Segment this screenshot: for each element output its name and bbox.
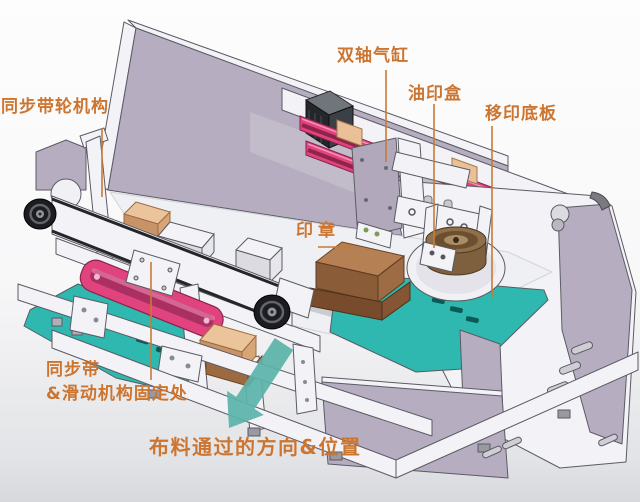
label-stamp: 印章 (296, 221, 340, 241)
disc-clamp-block (419, 241, 457, 273)
base-rail-right (395, 351, 639, 479)
label-sync-belt-line2: &滑动机构固定处 (46, 384, 188, 404)
slide-carriage (125, 249, 181, 297)
angle-bracket (157, 345, 203, 383)
belt-top (51, 197, 293, 293)
left-gusset (35, 139, 87, 191)
angle-bracket (69, 295, 109, 339)
label-belt-pulley-mechanism: 同步带轮机构 (1, 97, 109, 117)
cylinder-top-link (391, 151, 471, 189)
ink-cup-assembly (406, 203, 506, 302)
label-pad-printing-base-plate: 移印底板 (485, 104, 557, 124)
holder-pad (363, 227, 369, 233)
stamp-block (309, 241, 411, 321)
holder-pad (374, 231, 380, 237)
label-cloth-direction: 布料通过的方向&位置 (149, 435, 362, 459)
label-sync-belt-line1: 同步带 (46, 360, 100, 380)
flat-bracket (292, 343, 318, 415)
pulley-boss-small (551, 218, 565, 232)
belt-pulley-right (253, 294, 291, 330)
front-guide-rail (17, 283, 433, 437)
label-dual-axis-cylinder: 双轴气缸 (337, 46, 409, 66)
leader-lines (101, 70, 493, 380)
belt-pulley-left (23, 198, 57, 230)
base-frame (51, 329, 639, 479)
front-guide (17, 283, 433, 437)
corner-cap (589, 191, 611, 211)
stamp-base-side (381, 281, 411, 321)
cylinder-body (351, 137, 403, 239)
cloth-direction-arrow (227, 338, 294, 428)
label-ink-cup-box: 油印盒 (408, 84, 462, 104)
stamp-side (377, 254, 405, 304)
